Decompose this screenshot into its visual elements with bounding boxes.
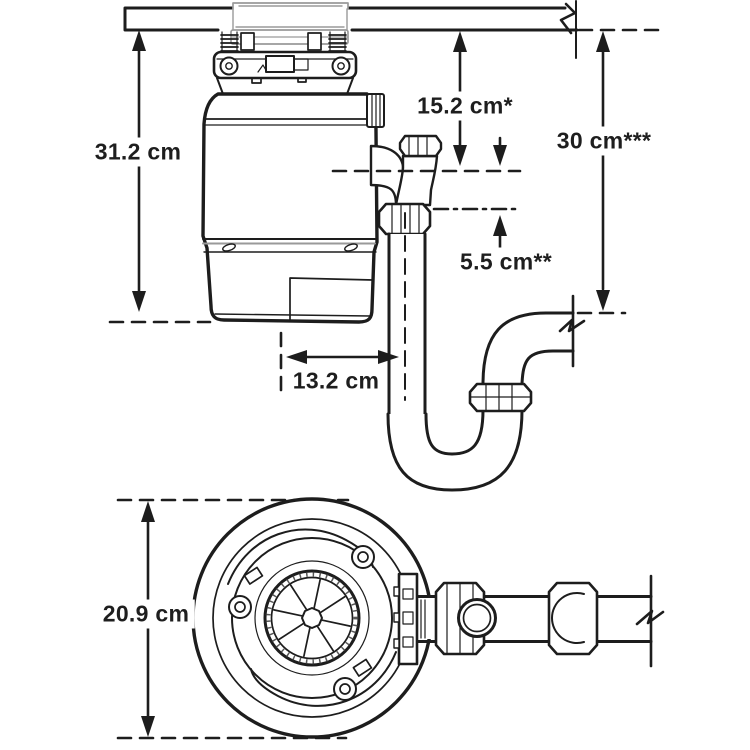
u-bend-inner [424,408,485,456]
splash-guard-spokes [273,579,351,657]
sink-flange-assembly [212,2,358,100]
mounting-spring-right [328,31,347,54]
p-trap [386,232,586,492]
trap-inlet-tube [387,232,427,418]
outlet-elbow-outer [481,311,575,386]
mounting-ring-top [231,537,393,699]
discharge-funnel [394,154,439,207]
splash-guard-center [301,607,323,629]
mounting-ring [212,50,358,84]
outlet-flange-plate [397,572,419,666]
slip-nut-b [547,581,599,656]
splash-guard [263,569,361,667]
dimension-outlet-to-trap [493,136,507,253]
top-view-drain-pipe [393,572,665,668]
countertop [123,0,579,59]
dimension-counter-to-outlet [453,31,467,166]
slip-nut-trap [468,382,533,413]
outlet-elbow-inner [520,349,575,386]
mounting-spring-left [220,31,239,54]
top-view [116,497,665,740]
reference-lines [108,28,662,401]
mounting-bracket-left [240,32,255,51]
dimension-center-to-drainpipe [286,350,399,364]
dimension-counter-to-drain [596,31,610,311]
disposal-body [201,92,385,324]
mounting-bracket-right [307,32,322,51]
mounting-lug [351,545,375,569]
motor-panel [289,277,374,322]
mounting-lug [228,595,252,619]
ring-tab [243,566,264,585]
countertop-break-icon [559,2,577,35]
pipe-break-icon [635,609,665,626]
dimension-disposal-height [132,30,146,312]
mount-arm-lower [250,651,397,707]
dishwasher-inlet-connector [366,93,385,128]
u-bend-outer [386,408,524,492]
ring-tab [352,658,373,677]
slip-nut-top [398,134,443,158]
housing-screw-hole-left [222,243,236,252]
mounting-screw-left [219,56,239,76]
side-view [108,0,662,492]
mounting-screw-right [331,56,351,76]
pipe-break-icon [558,318,586,333]
mounting-lug [333,677,357,701]
housing-screw-hole-right [344,243,358,252]
dimension-body-diameter [141,501,155,737]
